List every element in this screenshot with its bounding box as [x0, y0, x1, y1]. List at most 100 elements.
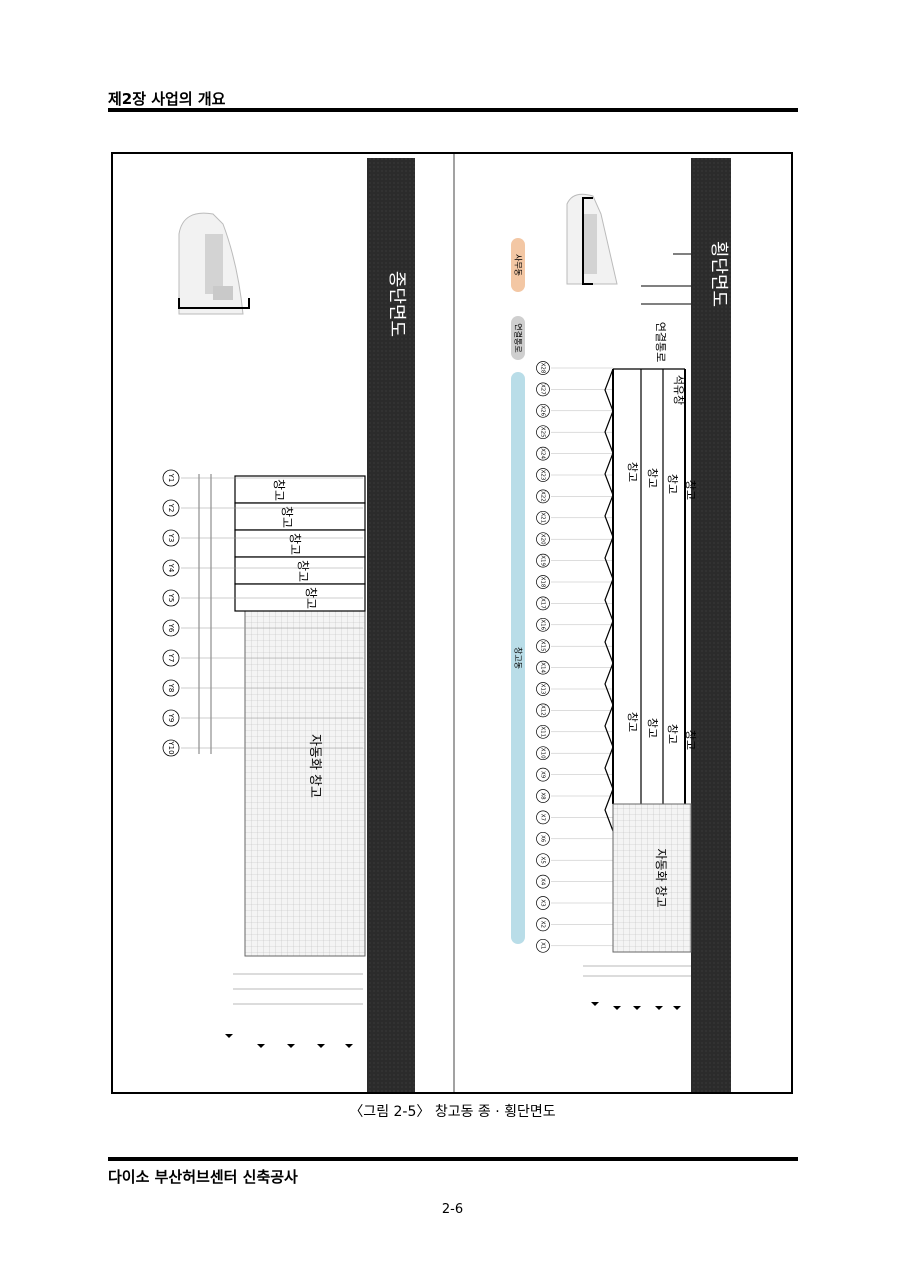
right-room-label-lower: 창고	[666, 724, 679, 744]
right-grid-label: X22	[540, 491, 546, 502]
footer-rule	[108, 1157, 798, 1161]
right-grid-marker	[536, 489, 550, 504]
right-grid-marker	[536, 532, 550, 547]
right-ground-band	[691, 158, 731, 1092]
right-grid-label: X6	[540, 835, 546, 843]
left-grid-label: Y8	[167, 683, 175, 693]
right-grid-marker	[536, 575, 550, 589]
left-room-label: 창고	[296, 560, 310, 582]
left-grid-label: Y4	[167, 563, 175, 573]
right-grid-marker	[536, 617, 550, 632]
right-level-markers	[583, 965, 691, 1010]
right-room-label-lower: 창고	[646, 718, 659, 738]
left-grid-marker	[162, 649, 180, 667]
right-grid-label: X1	[540, 942, 546, 949]
right-use-band-label: 창고동	[514, 647, 523, 669]
right-grid-marker	[536, 639, 550, 654]
right-grid-markers: X28X27X26X25X24X23X22X21X20X19X18X17X16X…	[536, 361, 613, 953]
left-room	[234, 583, 366, 612]
left-room	[234, 556, 366, 585]
right-grid-marker	[536, 682, 550, 696]
left-grid-marker	[162, 739, 180, 757]
right-grid-label: X5	[540, 857, 546, 865]
project-title: 다이소 부산허브센터 신축공사	[108, 1168, 298, 1186]
right-grid-label: X20	[540, 534, 546, 545]
right-grid-label: X4	[540, 878, 546, 886]
left-auto-warehouse	[244, 573, 366, 957]
right-grid-marker	[536, 831, 550, 846]
left-grid-label: Y10	[167, 740, 175, 754]
figure-caption: 〈그림 2-5〉 창고동 종 · 횡단면도	[349, 1104, 556, 1120]
right-grid-marker	[536, 810, 550, 825]
right-grid-label: X7	[540, 814, 546, 822]
right-room-label-lower: 창고	[684, 730, 697, 750]
left-grid-label: Y9	[167, 713, 175, 723]
right-grid-label: X2	[540, 921, 546, 928]
right-grid-label: X8	[540, 792, 546, 800]
right-room-label-lower: 창고	[626, 712, 639, 732]
right-grid-label: X28	[540, 363, 546, 374]
right-lobby-label: 석유창	[672, 375, 685, 405]
left-grid-label: Y6	[167, 623, 175, 633]
right-use-band	[511, 372, 525, 944]
left-grid-label: Y2	[167, 503, 175, 513]
right-grid-marker	[536, 938, 550, 953]
left-room-label: 창고	[272, 479, 286, 501]
right-grid-marker	[536, 596, 550, 611]
right-grid-label: X13	[540, 684, 546, 695]
right-grid-label: X17	[540, 598, 546, 609]
right-grid-marker	[536, 746, 550, 761]
left-grid-marker	[162, 529, 180, 547]
right-building-frame	[604, 253, 691, 832]
right-use-band-label: 사무동	[514, 254, 523, 276]
right-grid-marker	[536, 446, 550, 461]
right-grid-marker	[536, 724, 550, 739]
left-ground-band	[367, 158, 415, 1092]
right-grid-marker	[536, 553, 550, 568]
chapter-title: 제2장 사업의 개요	[108, 90, 226, 108]
right-grid-label: X21	[540, 512, 546, 523]
left-grid-marker	[162, 559, 180, 577]
left-grid-label: Y3	[167, 533, 175, 543]
left-grid-marker	[162, 709, 180, 727]
left-room-label: 창고	[288, 533, 302, 555]
header-rule	[108, 108, 798, 112]
right-grid-label: X10	[540, 748, 546, 759]
right-grid-label: X14	[540, 662, 546, 673]
left-grid-marker	[162, 469, 180, 487]
left-key-plan-icon	[178, 212, 250, 315]
left-grid-label: Y5	[167, 593, 175, 603]
right-key-plan-icon	[566, 193, 618, 285]
right-auto-warehouse-label: 자동화 창고	[654, 848, 668, 907]
right-grid-marker	[536, 874, 550, 889]
right-use-band	[511, 238, 525, 292]
left-grid-marker	[162, 589, 180, 607]
right-grid-label: X12	[540, 705, 546, 716]
right-grid-label: X27	[540, 384, 546, 395]
right-grid-label: X19	[540, 555, 546, 566]
right-room-label-upper: 창고	[666, 474, 679, 494]
right-auto-warehouse	[612, 803, 692, 953]
right-use-band-label: 연결통로	[514, 323, 524, 352]
left-grid-label: Y1	[167, 473, 175, 483]
left-grid-marker	[162, 499, 180, 517]
right-grid-label: X16	[540, 619, 546, 630]
left-grid-marker	[162, 619, 180, 637]
right-grid-marker	[536, 403, 550, 418]
right-room-label-upper: 창고	[626, 462, 639, 482]
right-grid-marker	[536, 917, 550, 932]
right-grid-marker	[536, 703, 550, 718]
right-grid-label: X9	[540, 771, 546, 779]
right-room-label-upper: 창고	[684, 480, 697, 500]
right-grid-label: X18	[540, 577, 546, 588]
right-section-title: 횡단면도	[708, 241, 729, 307]
left-room-label: 창고	[280, 506, 294, 528]
